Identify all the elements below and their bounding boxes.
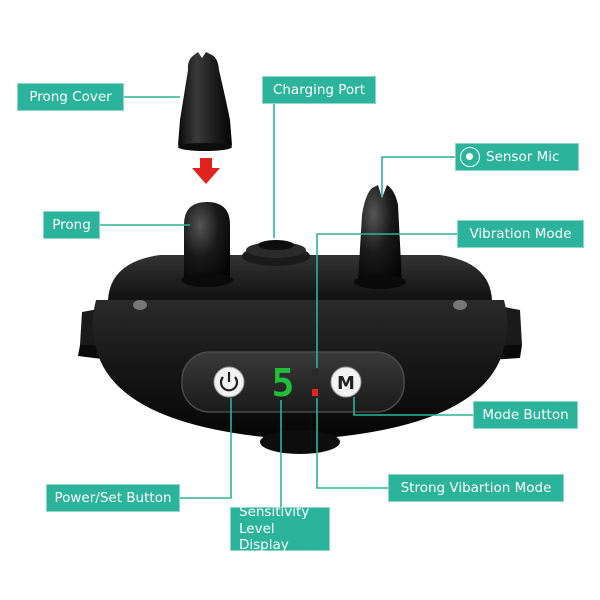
vibration-indicator [312,369,318,376]
leader-charging-port [262,89,275,238]
mode-button[interactable]: M [330,366,362,398]
leader-strong-vibartion-mode [316,398,388,489]
label-power-set-button: Power/Set Button [46,484,180,512]
power-set-button[interactable] [213,366,245,398]
sensor-mic-prong [354,185,406,289]
label-charging-port-text: Charging Port [272,81,366,98]
label-sensor-mic-text: Sensor Mic [486,148,560,165]
leader-mode-button [353,397,473,416]
label-strong-vibartion-mode-text: Strong Vibartion Mode [400,479,552,496]
label-prong: Prong [43,211,100,239]
leader-vibration-mode [316,233,457,368]
label-charging-port: Charging Port [262,76,376,104]
label-mode-button: Mode Button [473,401,578,429]
prong-cover [178,52,232,151]
label-vibration-mode-text: Vibration Mode [469,225,572,242]
label-prong-cover: Prong Cover [17,83,124,111]
label-sensitivity-level-display-text: Sensitivity Level Display [239,503,310,554]
label-vibration-mode: Vibration Mode [457,220,584,248]
label-mode-button-text: Mode Button [482,406,569,423]
strong-vibration-indicator [312,389,318,396]
sensor-mic-icon [460,147,480,167]
leader-sensor-mic [381,156,455,196]
collar-receiver [78,240,522,454]
down-arrow-icon [192,158,220,184]
label-power-set-button-text: Power/Set Button [54,489,172,506]
leader-power-set-button [180,398,232,499]
mode-button-letter: M [337,373,355,394]
display-digit: 5 [272,361,295,405]
label-prong-text: Prong [52,216,91,233]
label-sensor-mic: Sensor Mic [455,143,579,171]
label-prong-cover-text: Prong Cover [29,88,112,105]
label-sensitivity-level-display: Sensitivity Level Display [230,504,330,553]
label-strong-vibartion-mode: Strong Vibartion Mode [388,474,564,502]
sensitivity-level-display: 5 [272,361,318,405]
prong [181,202,233,287]
